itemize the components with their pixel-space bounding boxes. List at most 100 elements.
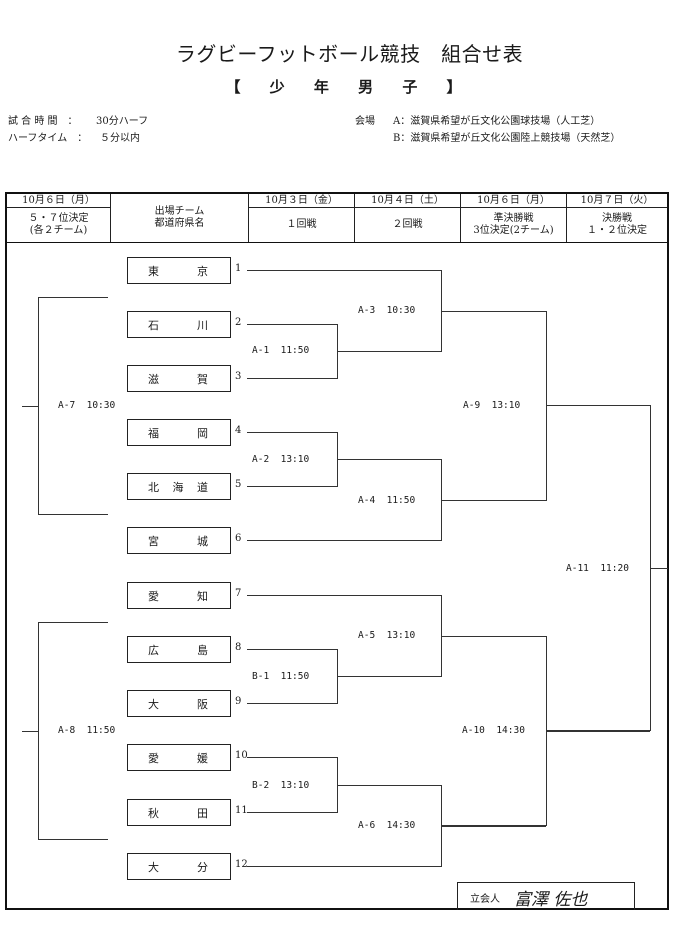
col4-heading: ２回戦: [355, 208, 461, 242]
match-a3: A-3 10:30: [358, 305, 416, 316]
col5-heading: 準決勝戦 3位決定(2チーム): [461, 208, 567, 242]
team-number: 11: [235, 805, 248, 816]
col3-date: 10月３日（金）: [249, 194, 355, 208]
page-title: ラグビーフットボール競技 組合せ表: [175, 42, 524, 66]
team-name-char: 京: [197, 264, 208, 278]
team-box: 大分: [127, 853, 231, 880]
venue-label: 会場: [355, 116, 375, 127]
bracket-line: [247, 812, 337, 814]
col6-date: 10月７日（火）: [567, 194, 667, 208]
bracket-line: [337, 351, 441, 353]
team-number: 7: [235, 588, 242, 599]
bracket-line: [22, 731, 38, 733]
witness-signature: 富澤 佐也: [514, 890, 588, 910]
match-a7: A-7 10:30: [58, 400, 116, 411]
col2-line2: 都道府県名: [154, 218, 205, 229]
team-name-char: 島: [197, 643, 208, 657]
bracket-line: [441, 310, 546, 312]
col6-line2: １・２位決定: [587, 225, 647, 236]
col5-line2: 3位決定(2チーム): [473, 225, 554, 236]
bracket-line: [247, 486, 337, 488]
match-a4: A-4 11:50: [358, 495, 416, 506]
bracket-line: [38, 839, 108, 841]
team-name-char: 北: [148, 480, 159, 494]
bracket-line: [22, 406, 38, 408]
bracket-line: [247, 649, 337, 651]
col5-date: 10月６日（月）: [461, 194, 567, 208]
team-number: 1: [235, 263, 242, 274]
match-a5: A-5 13:10: [358, 630, 416, 641]
bracket-line: [337, 784, 441, 786]
col2-heading: 出場チーム 都道府県名: [111, 194, 249, 242]
col6-line1: 決勝戦: [602, 213, 632, 224]
bracket-line: [247, 324, 337, 326]
bracket-line: [247, 540, 441, 542]
team-box: 愛知: [127, 582, 231, 609]
team-number: 6: [235, 533, 242, 544]
team-box: 愛媛: [127, 744, 231, 771]
bracket-line: [38, 297, 40, 515]
bracket-line: [247, 703, 337, 705]
team-box: 宮城: [127, 527, 231, 554]
team-name-char: 宮: [148, 534, 159, 548]
witness-box: 立会人 富澤 佐也: [457, 882, 635, 910]
team-name-char: 媛: [197, 751, 208, 765]
venue-b: B：滋賀県希望が丘文化公園陸上競技場（天然芝）: [393, 133, 621, 144]
bracket-line: [441, 499, 546, 501]
bracket-line: [247, 270, 441, 272]
bracket-line: [38, 622, 40, 840]
match-b1: B-1 11:50: [252, 671, 310, 682]
team-name-char: 滋: [148, 372, 159, 386]
team-name-char: 分: [197, 860, 208, 874]
col3-heading: １回戦: [249, 208, 355, 242]
team-number: 12: [235, 859, 248, 870]
team-name-char: 川: [197, 318, 208, 332]
team-box: 大阪: [127, 690, 231, 717]
col1-heading: ５・７位決定 (各２チーム): [7, 208, 111, 242]
team-name-char: 田: [197, 806, 208, 820]
bracket-line: [247, 757, 337, 759]
team-number: 4: [235, 425, 242, 436]
col1-line2: (各２チーム): [29, 225, 88, 236]
bracket-frame: [5, 243, 669, 910]
col2-line1: 出場チーム: [154, 206, 205, 217]
col1-date: 10月６日（月）: [7, 194, 111, 208]
bracket-line: [247, 866, 441, 868]
bracket-line: [38, 297, 108, 299]
match-a11: A-11 11:20: [566, 563, 629, 574]
team-name-char: 大: [148, 860, 159, 874]
team-box: 東京: [127, 257, 231, 284]
col5-line1: 準決勝戦: [493, 213, 534, 224]
halftime-label: ハーフタイム ：: [8, 133, 88, 144]
bracket-line: [650, 567, 668, 569]
team-name-char: 賀: [197, 372, 208, 386]
category-subtitle: 【 少 年 男 子 】: [225, 78, 474, 96]
team-name-char: 道: [197, 480, 208, 494]
bracket-line: [337, 676, 441, 678]
team-number: 2: [235, 317, 242, 328]
match-a6: A-6 14:30: [358, 820, 416, 831]
team-number: 8: [235, 642, 242, 653]
bracket-line: [441, 635, 546, 637]
team-number: 5: [235, 479, 242, 490]
team-box: 北海道: [127, 473, 231, 500]
bracket-line: [247, 432, 337, 434]
team-box: 福岡: [127, 419, 231, 446]
match-time-value: 30分ハーフ: [96, 116, 149, 127]
team-name-char: 秋: [148, 806, 159, 820]
bracket-line: [247, 378, 337, 380]
match-time-label: 試 合 時 間 ：: [8, 116, 78, 127]
col6-heading: 決勝戦 １・２位決定: [567, 208, 667, 242]
match-a9: A-9 13:10: [463, 400, 521, 411]
team-box: 滋賀: [127, 365, 231, 392]
venue-a: A：滋賀県希望が丘文化公園球技場（人工芝）: [393, 116, 601, 127]
team-number: 3: [235, 371, 242, 382]
team-name-char: 愛: [148, 751, 159, 765]
bracket-line: [337, 459, 441, 461]
team-name-char: 石: [148, 318, 159, 332]
match-b2: B-2 13:10: [252, 780, 310, 791]
bracket-line: [38, 514, 108, 516]
team-box: 広島: [127, 636, 231, 663]
team-name-char: 城: [197, 534, 208, 548]
team-name-char: 愛: [148, 589, 159, 603]
